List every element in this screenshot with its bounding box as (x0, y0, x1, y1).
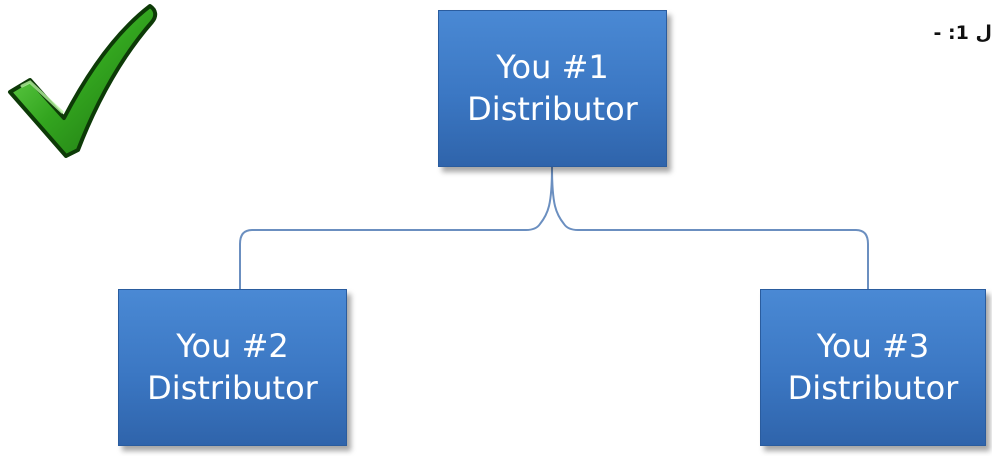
section-heading: ل 1: - (933, 22, 992, 44)
node-role: Distributor (787, 368, 959, 407)
checkmark-icon (8, 4, 158, 158)
node-role: Distributor (467, 89, 638, 128)
org-node-you-1: You #1 Distributor (438, 10, 667, 167)
org-node-you-2: You #2 Distributor (118, 289, 347, 446)
node-title: You #3 (816, 326, 930, 365)
node-role: Distributor (147, 368, 318, 407)
node-title: You #1 (496, 47, 609, 86)
node-title: You #2 (176, 326, 289, 365)
org-node-you-3: You #3 Distributor (760, 289, 986, 446)
